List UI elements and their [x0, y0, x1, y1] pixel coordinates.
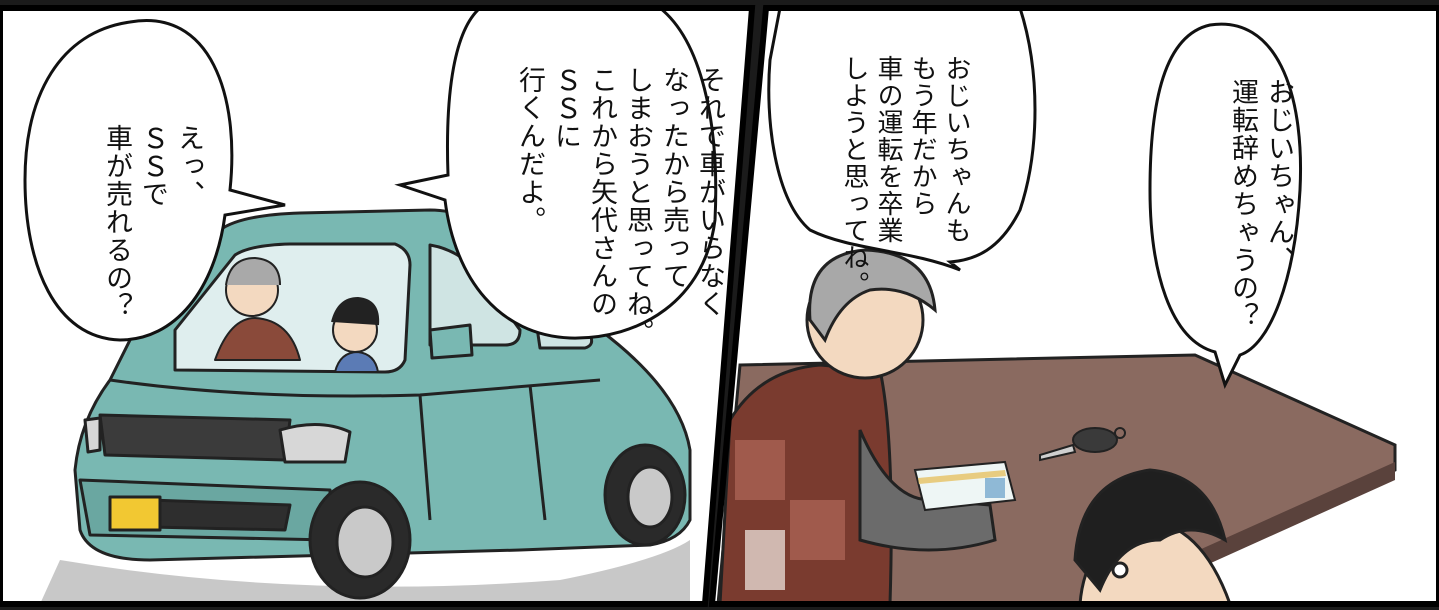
- speech-bubble-grandpa-left: [394, 6, 718, 340]
- panel-left: [0, 6, 752, 604]
- side-mirror: [428, 323, 474, 360]
- speech-bubble-boy-right: [1148, 22, 1303, 390]
- grandpa-hair: [808, 248, 937, 344]
- boy-figure: [1073, 468, 1233, 606]
- grandpa-arm: [858, 429, 997, 552]
- bubble-line: もう年だから: [907, 55, 937, 218]
- license-plate: [108, 495, 162, 532]
- grandpa-figure: [718, 248, 1017, 606]
- boy-hair: [1073, 468, 1228, 593]
- panel-right: [712, 6, 1439, 606]
- bubble-line: 行くんだよ。: [514, 66, 545, 235]
- car-shadow: [40, 540, 690, 604]
- bubble-line: これから矢代さんの: [586, 66, 617, 319]
- grandpa-driver: [214, 257, 301, 361]
- boy-passenger: [331, 297, 380, 373]
- bubble-text-boy-right: おじいちゃん、 運転辞めちゃうの？: [1188, 40, 1332, 330]
- bubble-text-boy-left: えっ、 ＳＳで 車が売れるの？: [62, 86, 242, 320]
- bubble-text-grandpa-left: それで車がいらなく なったから売って しまおうと思ってね。 これから矢代さんの …: [475, 28, 763, 346]
- drivers-license-card: [913, 460, 1017, 512]
- car-key: [1039, 427, 1126, 462]
- bubble-line: それで車がいらなく: [694, 66, 725, 319]
- side-window-front: [428, 243, 522, 347]
- bubble-line: ＳＳで: [137, 124, 168, 209]
- bubble-text-grandpa-right: おじいちゃんも もう年だから 車の運転を卒業 しようと思ってね。: [803, 18, 1007, 298]
- bubble-line: 運転辞めちゃうの？: [1227, 78, 1258, 331]
- bubble-line: 車の運転を卒業: [873, 55, 903, 245]
- front-wheel: [308, 480, 412, 600]
- bubble-line: えっ、: [173, 124, 204, 209]
- car-grille: [98, 413, 292, 462]
- bubble-line: おじいちゃん、: [1263, 78, 1294, 275]
- speech-bubble-grandpa-right: [767, 6, 1037, 272]
- bubble-line: しようと思ってね。: [839, 55, 869, 299]
- headlight: [278, 422, 352, 464]
- bubble-line: おじいちゃんも: [941, 55, 971, 245]
- panel-frames: [0, 5, 1439, 607]
- speech-bubble-boy-left: [23, 19, 286, 342]
- bubble-line: なったから売って: [658, 66, 689, 291]
- rear-wheel: [603, 443, 687, 547]
- bubble-line: 車が売れるの？: [101, 124, 132, 321]
- bubble-line: ＳＳに: [550, 66, 581, 151]
- bubble-line: しまおうと思ってね。: [622, 66, 653, 347]
